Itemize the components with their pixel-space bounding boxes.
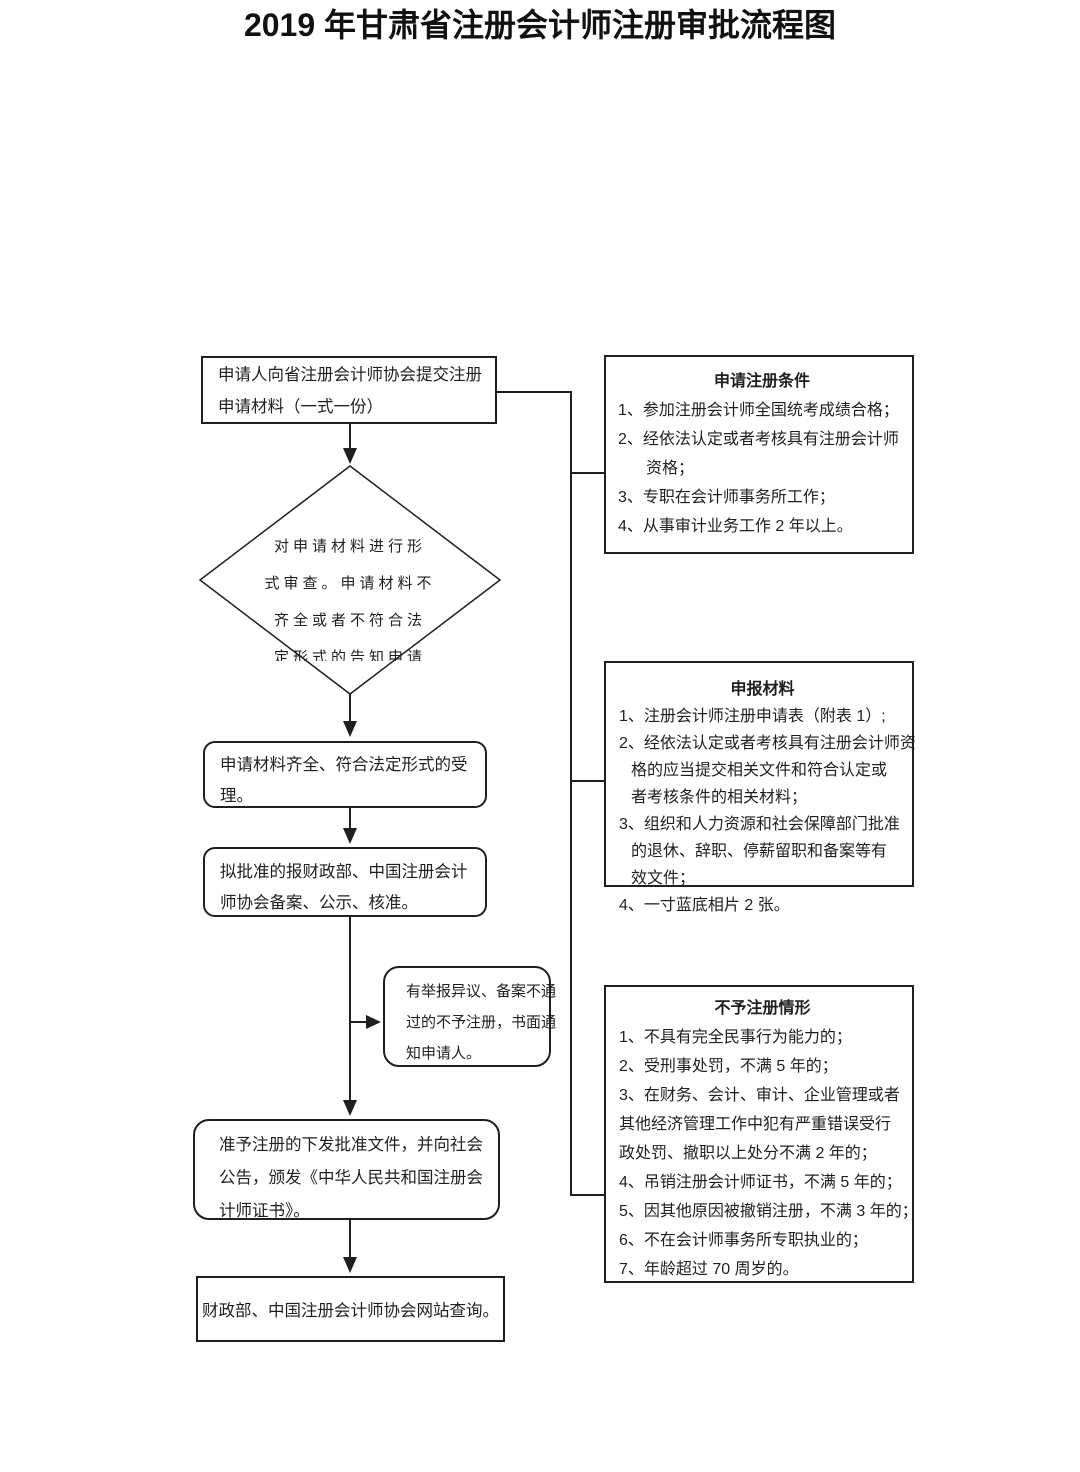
text-line: 1、注册会计师注册申请表（附表 1）; <box>619 708 886 725</box>
text-line: 6、不在会计师事务所专职执业的； <box>619 1232 868 1249</box>
text-line: 4、一寸蓝底相片 2 张。 <box>619 897 790 914</box>
info-box-title: 申请注册条件 <box>713 373 810 390</box>
text-line: 格的应当提交相关文件和符合认定或 <box>631 762 888 779</box>
text-line: 申请材料（一式一份） <box>218 398 383 416</box>
flow-arrows <box>343 424 381 1273</box>
text-line: 效文件； <box>631 870 696 887</box>
text-line: 1、参加注册会计师全国统考成绩合格； <box>618 402 899 419</box>
info-box-non-registration-cases: 不予注册情形 1、不具有完全民事行为能力的； 2、受刑事处罚，不满 5 年的； … <box>604 985 918 1283</box>
text-line: 过的不予注册，书面通 <box>406 1014 557 1031</box>
text-line: 3、组织和人力资源和社会保障部门批准 <box>619 816 900 833</box>
flow-node-record-publicity: 拟批准的报财政部、中国注册会计 师协会备案、公示、核准。 <box>203 847 487 917</box>
info-box-application-materials: 申报材料 1、注册会计师注册申请表（附表 1）; 2、经依法认定或者考核具有注册… <box>604 661 916 914</box>
text-line: 定形式的告知申请 <box>273 649 426 661</box>
flow-node-approval-issue: 准予注册的下发批准文件，并向社会 公告，颁发《中华人民共和国注册会 计师证书》。 <box>193 1119 500 1220</box>
text-line: 准予注册的下发批准文件，并向社会 <box>219 1136 483 1154</box>
page-title: 2019 年甘肃省注册会计师注册审批流程图 <box>243 7 837 43</box>
text-line: 的退休、辞职、停薪留职和备案等有 <box>631 843 888 860</box>
flow-node-website-query: 财政部、中国注册会计师协会网站查询。 <box>196 1276 505 1342</box>
flow-node-rejection-notice: 有举报异议、备案不通 过的不予注册，书面通 知申请人。 <box>383 966 557 1067</box>
arrowhead-icon <box>343 1100 357 1116</box>
text-line: 资格； <box>646 460 695 477</box>
arrowhead-icon <box>343 828 357 844</box>
arrowhead-icon <box>343 1257 357 1273</box>
text-line: 有举报异议、备案不通 <box>406 983 557 1000</box>
info-box-title: 不予注册情形 <box>714 1000 811 1017</box>
text-line: 4、从事审计业务工作 2 年以上。 <box>618 518 853 535</box>
text-line: 2、经依法认定或者考核具有注册会计师 <box>618 431 899 448</box>
text-line: 财政部、中国注册会计师协会网站查询。 <box>202 1302 499 1320</box>
text-line: 申请材料齐全、符合法定形式的受 <box>220 756 468 774</box>
text-line: 计师证书》。 <box>219 1202 310 1220</box>
arrowhead-icon <box>366 1015 381 1029</box>
text-line: 政处罚、撤职以上处分不满 2 年的； <box>619 1145 877 1162</box>
info-box-title: 申报材料 <box>730 681 795 698</box>
decision-diamond-shape <box>198 465 502 695</box>
text-line: 2、经依法认定或者考核具有注册会计师资 <box>619 735 916 752</box>
text-line: 者考核条件的相关材料； <box>631 789 808 806</box>
text-line: 申请人向省注册会计师协会提交注册 <box>218 366 482 384</box>
arrowhead-icon <box>343 448 357 464</box>
text-line: 2、受刑事处罚，不满 5 年的； <box>619 1058 838 1075</box>
text-line: 5、因其他原因被撤销注册，不满 3 年的； <box>619 1203 918 1220</box>
info-box-registration-conditions: 申请注册条件 1、参加注册会计师全国统考成绩合格； 2、经依法认定或者考核具有注… <box>604 355 914 554</box>
flow-node-start: 申请人向省注册会计师协会提交注册 申请材料（一式一份） <box>201 356 497 424</box>
text-line: 其他经济管理工作中犯有严重错误受行 <box>619 1116 892 1133</box>
text-line: 对申请材料进行形 <box>273 538 426 555</box>
text-line: 7、年龄超过 70 周岁的。 <box>619 1261 799 1278</box>
text-line: 1、不具有完全民事行为能力的； <box>619 1029 852 1046</box>
text-line: 齐全或者不符合法 <box>273 612 426 629</box>
text-line: 4、吊销注册会计师证书，不满 5 年的； <box>619 1174 902 1191</box>
reference-connectors <box>497 391 606 1196</box>
text-line: 师协会备案、公示、核准。 <box>220 894 418 912</box>
text-line: 3、专职在会计师事务所工作； <box>618 489 835 506</box>
text-line: 理。 <box>220 787 253 805</box>
text-line: 式审查。申请材料不 <box>264 575 436 592</box>
decision-diamond-text: 对申请材料进行形 式审查。申请材料不 齐全或者不符合法 定形式的告知申请 <box>240 528 460 661</box>
text-line: 知申请人。 <box>406 1045 482 1062</box>
text-line: 拟批准的报财政部、中国注册会计 <box>220 863 468 881</box>
arrowhead-icon <box>343 721 357 737</box>
text-line: 3、在财务、会计、审计、企业管理或者 <box>619 1087 900 1104</box>
flow-node-acceptance: 申请材料齐全、符合法定形式的受 理。 <box>203 741 487 808</box>
text-line: 公告，颁发《中华人民共和国注册会 <box>219 1169 483 1187</box>
